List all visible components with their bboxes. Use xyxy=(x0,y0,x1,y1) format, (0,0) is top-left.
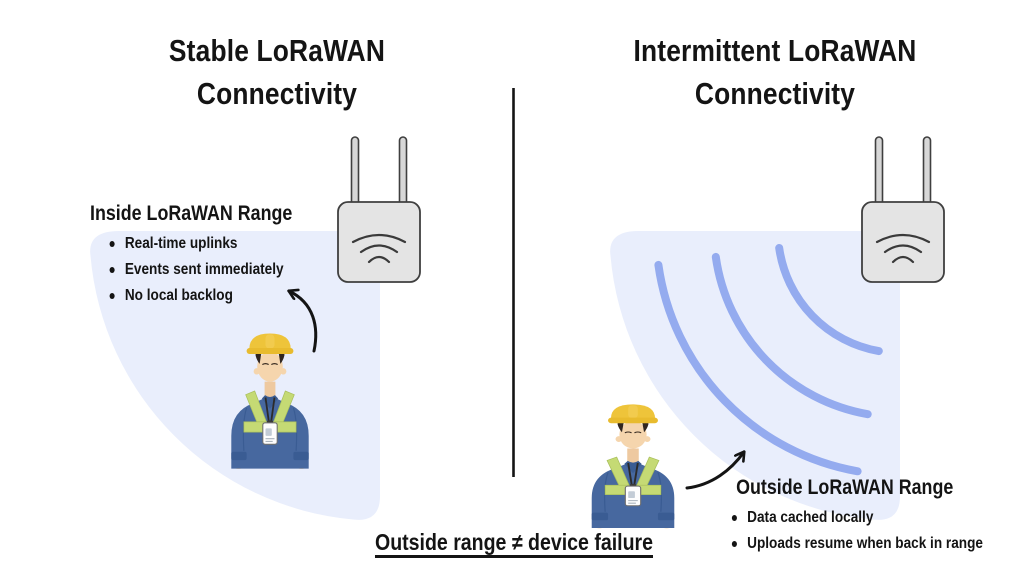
list-item: Uploads resume when back in range xyxy=(731,531,983,557)
bullet-icon xyxy=(109,241,115,247)
inside-range-callout: Inside LoRaWAN Range Real-time uplinks E… xyxy=(90,199,292,309)
bullet-text: Uploads resume when back in range xyxy=(747,535,983,552)
right-title-line2: Connectivity xyxy=(694,76,856,111)
bullet-text: Events sent immediately xyxy=(124,261,284,278)
bullet-icon xyxy=(109,293,115,299)
outside-range-heading: Outside LoRaWAN Range xyxy=(736,476,954,499)
arrow-worker-to-bullets xyxy=(289,291,318,353)
list-item: Real-time uplinks xyxy=(90,231,292,257)
signal-waves-icon xyxy=(654,244,883,476)
outside-range-bullet-list: Data cached locally Uploads resume when … xyxy=(731,505,983,557)
inside-range-heading: Inside LoRaWAN Range xyxy=(90,202,293,225)
bullet-text: No local backlog xyxy=(124,287,233,304)
left-title-line1: Stable LoRaWAN xyxy=(168,33,386,68)
list-item: No local backlog xyxy=(90,283,292,309)
coverage-area-right xyxy=(610,231,901,520)
left-title-line2: Connectivity xyxy=(196,76,358,111)
outside-range-callout: Outside LoRaWAN Range Data cached locall… xyxy=(731,473,983,557)
footer-note: Outside range ≠ device failure xyxy=(374,529,654,555)
left-panel-title: Stable LoRaWAN Connectivity xyxy=(133,29,422,115)
bullet-icon xyxy=(731,541,737,547)
lorawan-gateway-left xyxy=(336,135,422,284)
right-panel-title: Intermittent LoRaWAN Connectivity xyxy=(631,29,920,115)
arrow-worker-to-range xyxy=(685,452,744,490)
bullet-text: Real-time uplinks xyxy=(124,235,238,252)
bullet-icon xyxy=(109,267,115,273)
list-item: Data cached locally xyxy=(731,505,983,531)
list-item: Events sent immediately xyxy=(90,257,292,283)
bullet-icon xyxy=(731,515,737,521)
lorawan-gateway-right xyxy=(860,135,946,284)
bullet-text: Data cached locally xyxy=(747,509,874,526)
inside-range-bullet-list: Real-time uplinks Events sent immediatel… xyxy=(90,231,292,309)
worker-outside-range xyxy=(590,403,676,530)
right-title-line1: Intermittent LoRaWAN xyxy=(633,33,917,68)
